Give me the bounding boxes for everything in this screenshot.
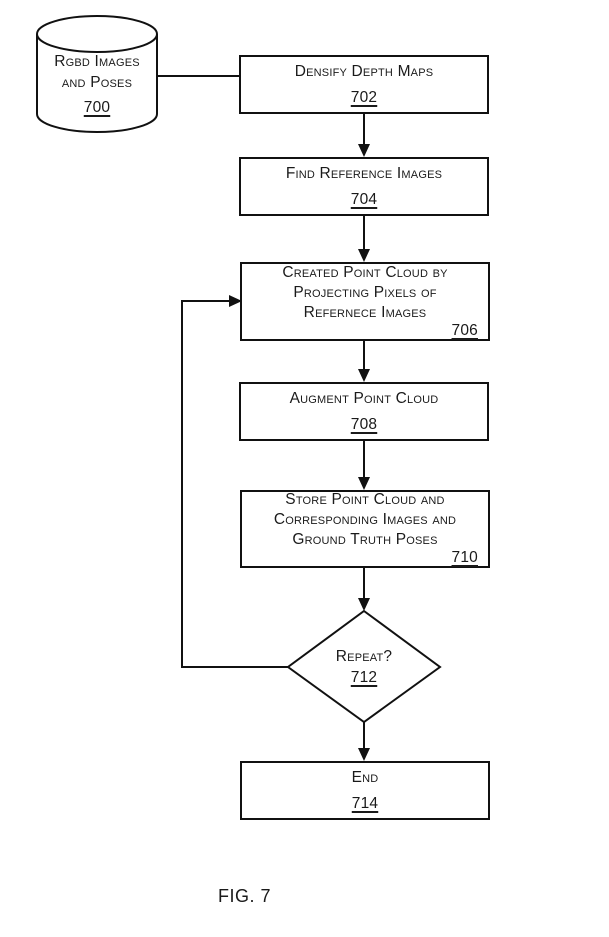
arrowhead-708-710 (358, 477, 370, 490)
node-label-line: Rgbd Images (54, 52, 140, 70)
arrowhead-710-712 (358, 598, 370, 611)
node-create-point-cloud: Created Point Cloud by Projecting Pixels… (240, 262, 490, 341)
node-label-line: Refernece Images (303, 303, 427, 321)
connector-712-706-loop (181, 300, 288, 668)
node-ref-number: 714 (351, 795, 379, 812)
figure-caption: FIG. 7 (218, 886, 272, 906)
node-label-line: End (351, 769, 379, 786)
arrowhead-712-714 (358, 748, 370, 761)
cylinder-shape (36, 34, 158, 133)
arrowhead-706-708 (358, 369, 370, 382)
node-augment-point-cloud: Augment Point Cloud 708 (239, 382, 489, 441)
node-label-line: Densify Depth Maps (294, 63, 434, 80)
node-ref-number: 706 (451, 321, 478, 339)
arrowhead-712-706-loop (229, 295, 242, 307)
node-ref-number: 702 (350, 89, 378, 106)
node-label-line: Find Reference Images (285, 165, 443, 182)
node-ref-number: 710 (451, 549, 478, 566)
node-store-point-cloud: Store Point Cloud and Corresponding Imag… (240, 490, 490, 568)
node-label-line: Ground Truth Poses (292, 531, 438, 548)
node-find-reference-images: Find Reference Images 704 (239, 157, 489, 216)
node-ref-number: 704 (350, 191, 378, 208)
node-rgbd-images-datastore: Rgbd Images and Poses 700 (37, 46, 157, 122)
node-ref-number: 712 (350, 669, 378, 686)
arrowhead-704-706 (358, 249, 370, 262)
node-repeat-decision: Repeat? 712 (289, 641, 439, 693)
node-densify-depth-maps: Densify Depth Maps 702 (239, 55, 489, 114)
cylinder-top-ellipse (36, 15, 158, 53)
node-end: End 714 (240, 761, 490, 820)
node-label-line: Projecting Pixels of (293, 283, 437, 301)
node-ref-number: 708 (350, 416, 378, 433)
node-label-line: Augment Point Cloud (289, 390, 439, 407)
node-label-line: Store Point Cloud and (285, 491, 445, 508)
node-label-line: Repeat? (335, 648, 393, 665)
node-label-line: Corresponding Images and (273, 511, 457, 528)
node-label-line: and Poses (61, 73, 133, 91)
node-label-line: Created Point Cloud by (282, 263, 448, 281)
arrowhead-702-704 (358, 144, 370, 157)
node-ref-number: 700 (83, 98, 111, 116)
